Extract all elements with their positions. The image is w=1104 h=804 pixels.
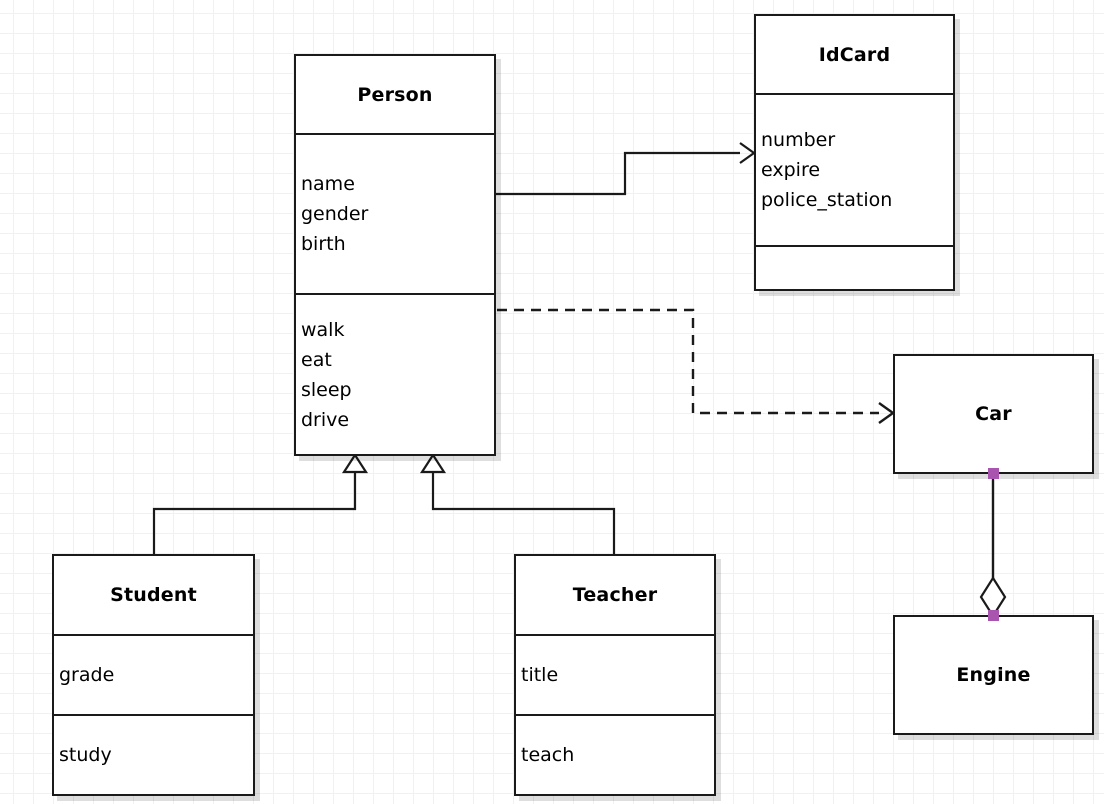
attributes-compartment-idcard: number expire police_station [756, 93, 953, 245]
relationship-person-idcard-association[interactable] [495, 142, 756, 196]
class-name-person: Person [357, 83, 433, 106]
operation-item: walk [301, 318, 345, 341]
open-arrow-head-icon [739, 142, 756, 164]
operations-compartment-student: study [54, 714, 253, 794]
class-box-teacher[interactable]: Teacher title teach [514, 554, 716, 796]
attribute-item: birth [301, 233, 346, 255]
attribute-item: expire [761, 159, 821, 181]
selection-handle-aggregation-source[interactable] [988, 468, 999, 479]
operation-item: study [59, 744, 112, 766]
relationship-student-person-generalization[interactable] [152, 452, 369, 554]
class-box-idcard[interactable]: IdCard number expire police_station [754, 14, 955, 291]
selection-handle-aggregation-target[interactable] [988, 610, 999, 621]
class-box-person[interactable]: Person name gender birth walk eat sleep … [294, 54, 496, 456]
relationship-person-car-dependency[interactable] [497, 308, 896, 424]
attribute-item: name [301, 173, 355, 195]
hollow-triangle-icon [419, 452, 447, 474]
operation-item: teach [521, 744, 575, 766]
attributes-compartment-person: name gender birth [296, 133, 494, 293]
attribute-item: number [761, 129, 836, 151]
attribute-item: grade [59, 664, 115, 686]
class-name-car: Car [975, 403, 1012, 425]
operation-item: sleep [301, 378, 352, 401]
relationship-car-engine-aggregation[interactable] [979, 473, 1007, 619]
operations-compartment-person: walk eat sleep drive [296, 293, 494, 454]
class-box-engine[interactable]: Engine [893, 615, 1094, 735]
operations-compartment-idcard [756, 245, 953, 289]
class-name-engine: Engine [956, 664, 1031, 686]
attribute-item: police_station [761, 189, 893, 211]
class-name-idcard: IdCard [818, 43, 891, 66]
attribute-item: title [521, 664, 559, 686]
attribute-item: gender [301, 203, 369, 225]
operations-compartment-teacher: teach [516, 714, 714, 794]
class-name-student: Student [110, 584, 197, 606]
hollow-triangle-icon [341, 452, 369, 474]
open-arrow-head-icon [878, 402, 896, 424]
attributes-compartment-student: grade [54, 634, 253, 714]
attributes-compartment-teacher: title [516, 634, 714, 714]
class-box-student[interactable]: Student grade study [52, 554, 255, 796]
class-name-teacher: Teacher [572, 584, 658, 606]
class-box-car[interactable]: Car [893, 354, 1094, 474]
relationship-teacher-person-generalization[interactable] [419, 452, 616, 554]
operation-item: eat [301, 348, 332, 371]
operation-item: drive [301, 408, 350, 431]
